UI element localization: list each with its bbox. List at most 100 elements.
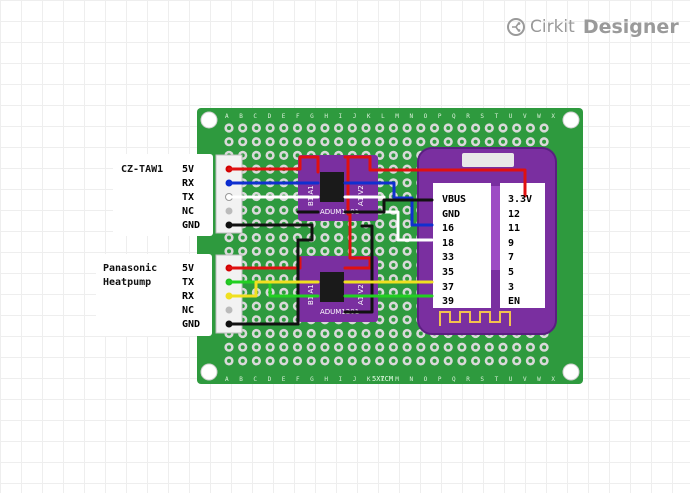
pad-hole <box>377 317 382 322</box>
pad-hole <box>459 345 464 350</box>
pad-hole <box>377 276 382 281</box>
mounting-hole <box>562 111 580 129</box>
pad-hole <box>514 358 519 363</box>
pad-hole <box>418 331 423 336</box>
pad-hole <box>309 249 314 254</box>
pad-hole <box>268 345 273 350</box>
pad-hole <box>405 126 410 130</box>
pad-hole <box>254 331 259 336</box>
pad-hole <box>281 263 286 267</box>
pad-hole <box>528 358 533 363</box>
pin-label: TX <box>182 277 195 288</box>
pad-hole <box>446 139 451 144</box>
ic-package <box>320 172 344 202</box>
pad-hole <box>227 249 231 254</box>
pad-hole <box>405 304 410 309</box>
pad-hole <box>405 180 410 185</box>
pad-hole <box>268 317 273 322</box>
pad-hole <box>542 358 547 363</box>
pin-label: RX <box>182 178 195 189</box>
mounting-hole <box>200 363 218 381</box>
connector-2-label-box <box>96 254 212 336</box>
pad-hole <box>364 249 368 254</box>
pad-hole <box>391 276 396 281</box>
pad-hole <box>240 235 245 240</box>
pad-hole <box>281 139 286 144</box>
board-size-label: 5X7CM <box>372 375 393 383</box>
pad-hole <box>227 126 231 130</box>
connector-1-pin-labels: 5V RX TX NC GND <box>182 163 200 233</box>
pad-hole <box>405 345 410 350</box>
wire-white <box>343 195 434 242</box>
brand-name: Cirkit <box>530 17 575 37</box>
pad-hole <box>473 139 478 144</box>
pad-hole <box>336 126 341 130</box>
pad-hole <box>418 345 423 350</box>
mcu-pin-label: GND <box>442 208 461 220</box>
connector-2-pin-labels: 5V TX RX NC GND <box>182 262 200 332</box>
pad-hole <box>254 317 259 322</box>
pad-hole <box>391 153 396 158</box>
pad-hole <box>364 358 368 363</box>
pad-hole <box>377 126 382 130</box>
pad-hole <box>446 126 451 130</box>
pad-hole <box>473 126 478 130</box>
pad-hole <box>295 139 300 144</box>
ic-package <box>320 272 344 302</box>
pad-hole <box>309 126 314 130</box>
brand-product: Designer <box>582 16 679 38</box>
pad-hole <box>418 358 423 363</box>
pin-label: GND <box>182 319 201 330</box>
pin-label: 5V <box>182 164 195 175</box>
pad-hole <box>322 249 327 254</box>
pad-hole <box>391 249 396 254</box>
wire-red <box>343 155 527 198</box>
isolator-1-part: ADUM1201 <box>320 208 359 216</box>
usb-connector <box>462 153 514 167</box>
pad-hole <box>432 345 437 350</box>
pad-hole <box>501 358 505 363</box>
pad-hole <box>240 126 245 130</box>
pad-hole <box>405 249 410 254</box>
pad-hole <box>377 235 382 240</box>
wire-red <box>227 155 320 174</box>
pad-hole <box>281 345 286 350</box>
pad-hole <box>309 139 314 144</box>
mcu-pin-label: 11 <box>508 223 521 235</box>
pad-hole <box>254 358 259 363</box>
pad-hole <box>391 139 396 144</box>
pad-hole <box>295 126 300 130</box>
pad-hole <box>322 358 327 363</box>
pad-hole <box>281 358 286 363</box>
pad-hole <box>405 139 410 144</box>
pad-hole <box>322 235 327 240</box>
pad-hole <box>364 235 368 240</box>
pad-hole <box>542 139 547 144</box>
pad-hole <box>281 317 286 322</box>
pad-hole <box>501 126 505 130</box>
pad-hole <box>268 249 273 254</box>
pad-hole <box>268 304 273 309</box>
mcu-pin-label: 37 <box>442 281 455 293</box>
mcu-board[interactable] <box>417 147 557 335</box>
connector-2-name-line1: Panasonic <box>103 263 158 274</box>
pad-hole <box>528 126 533 130</box>
pad-hole <box>240 139 245 144</box>
pad-hole <box>377 345 382 350</box>
pad-hole <box>459 126 464 130</box>
cirkit-logo-icon <box>507 18 525 36</box>
mcu-pin-label: 5 <box>508 266 515 278</box>
wire-blue <box>343 181 434 227</box>
pin-label: TX <box>182 192 195 203</box>
mcu-left-pin-labels: VBUS GND 16 18 33 35 37 39 <box>442 193 466 310</box>
pad-hole <box>487 139 492 144</box>
connector-1-header[interactable] <box>215 154 243 234</box>
pad-hole <box>281 249 286 254</box>
pad-hole <box>377 221 382 226</box>
pad-hole <box>364 126 368 130</box>
pad-hole <box>391 317 396 322</box>
pad-hole <box>487 358 492 363</box>
pad-hole <box>501 345 505 350</box>
pad-hole <box>418 139 423 144</box>
